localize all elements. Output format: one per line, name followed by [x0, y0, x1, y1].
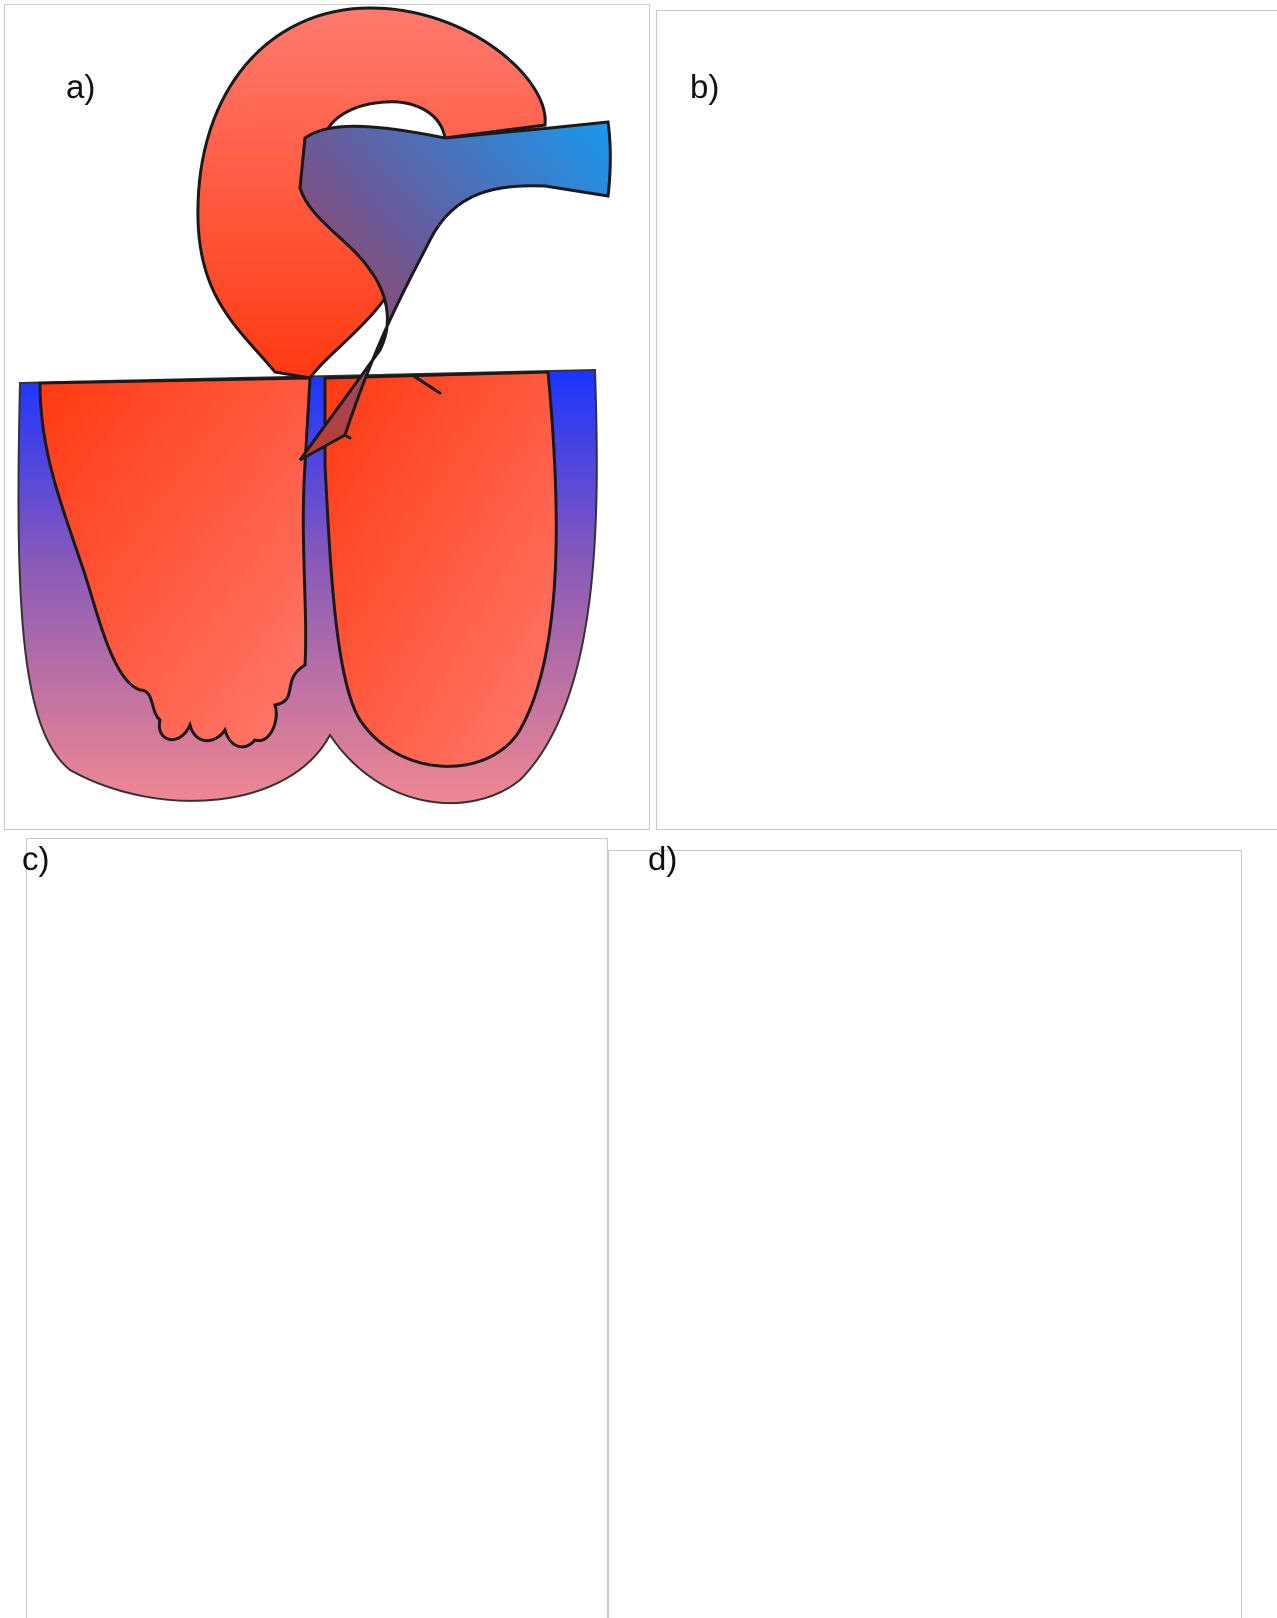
- panel-a-label: a): [66, 70, 95, 103]
- panel-b-label: b): [690, 70, 719, 103]
- heart-a: [18, 8, 610, 803]
- heart-a-right-ventricle: [325, 372, 556, 766]
- panel-c-label: c): [22, 842, 50, 875]
- panel-d-label: d): [648, 842, 677, 875]
